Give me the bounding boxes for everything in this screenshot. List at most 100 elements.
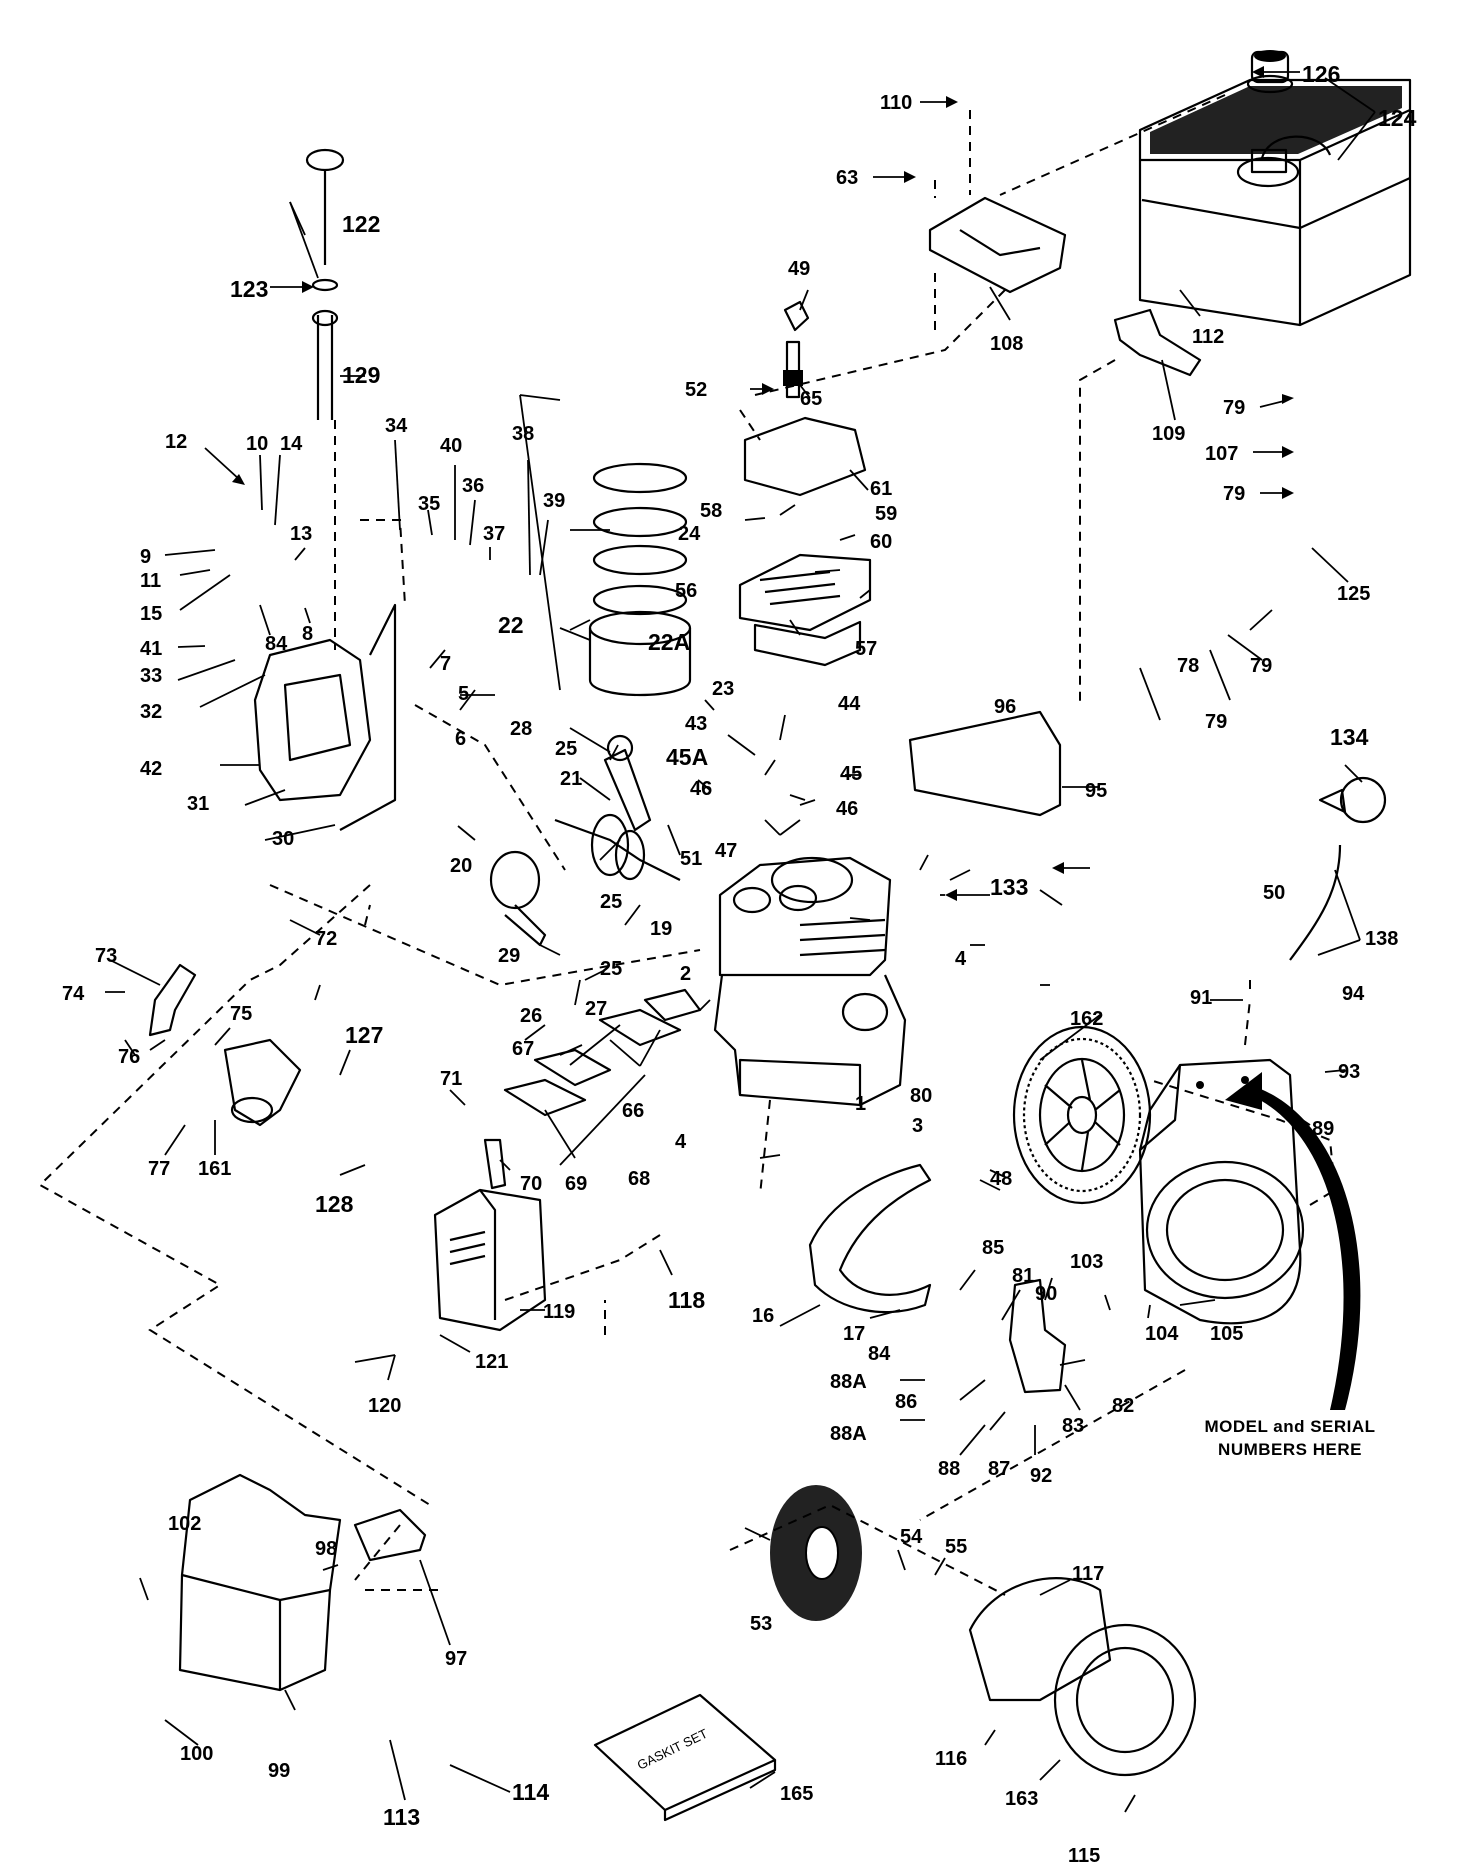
label-15: 15	[140, 603, 162, 625]
label-1: 1	[855, 1093, 866, 1115]
label-53: 53	[750, 1613, 772, 1635]
flywheel	[1012, 1025, 1152, 1205]
label-14-b: 14	[280, 433, 303, 455]
label-28: 28	[510, 718, 532, 740]
breather-tube	[483, 1138, 507, 1190]
label-27: 27	[585, 998, 607, 1020]
label-87: 87	[988, 1458, 1010, 1480]
label-20: 20	[450, 855, 472, 877]
head-shield	[743, 416, 867, 497]
serial-number-arrow	[1250, 1085, 1361, 1410]
label-93: 93	[1338, 1061, 1360, 1083]
serial-number-arrowhead	[1225, 1072, 1262, 1110]
label-30: 30	[272, 828, 294, 850]
label-110: 110	[880, 92, 912, 114]
cylinder-head	[738, 553, 872, 667]
label-26: 26	[520, 1005, 542, 1027]
air-shroud	[928, 196, 1067, 294]
label-118: 118	[668, 1287, 705, 1313]
label-22: 22	[498, 612, 524, 638]
label-55: 55	[945, 1536, 967, 1558]
label-138: 138	[1365, 928, 1398, 950]
label-2: 2	[680, 963, 691, 985]
label-58-b: 58	[700, 500, 722, 522]
dipstick	[305, 148, 345, 420]
blower-housing	[1138, 1058, 1305, 1325]
part-labels-extra: 14 57 58 59 60 61 49 65 99 115	[268, 258, 1100, 1867]
breather-plate	[503, 1078, 587, 1117]
part-labels: 126 124 110 63 108 112 109 79 107 79 125…	[62, 61, 1417, 1830]
label-122: 122	[342, 211, 380, 237]
label-84-b: 84	[868, 1343, 891, 1365]
label-121: 121	[475, 1351, 508, 1373]
label-56: 56	[675, 580, 697, 602]
label-3: 3	[912, 1115, 923, 1137]
label-73: 73	[95, 945, 117, 967]
label-81: 81	[1012, 1265, 1034, 1287]
fuel-cap	[1246, 50, 1294, 94]
piston-rings	[592, 462, 688, 616]
label-47: 47	[715, 840, 737, 862]
label-98: 98	[315, 1538, 337, 1560]
label-41: 41	[140, 638, 162, 660]
label-19: 19	[650, 918, 672, 940]
label-72: 72	[315, 928, 337, 950]
label-8: 8	[302, 623, 313, 645]
label-13: 13	[290, 523, 312, 545]
label-89: 89	[1312, 1118, 1334, 1140]
label-21: 21	[560, 768, 582, 790]
label-105: 105	[1210, 1323, 1243, 1345]
label-66: 66	[622, 1100, 644, 1122]
label-133: 133	[990, 874, 1028, 900]
label-88A-b: 88A	[830, 1423, 867, 1445]
label-83: 83	[1062, 1415, 1084, 1437]
label-65-b: 65	[800, 388, 822, 410]
rotating-screen	[770, 1485, 862, 1621]
label-97: 97	[445, 1648, 467, 1670]
label-95: 95	[1085, 780, 1107, 802]
label-76: 76	[118, 1046, 140, 1068]
label-80: 80	[910, 1085, 932, 1107]
label-88A-a: 88A	[830, 1371, 867, 1393]
label-84-a: 84	[265, 633, 288, 655]
label-32: 32	[140, 701, 162, 723]
label-4-a: 4	[955, 948, 967, 970]
label-44: 44	[838, 693, 861, 715]
label-85: 85	[982, 1237, 1004, 1259]
label-107: 107	[1205, 443, 1238, 465]
piston	[588, 610, 692, 697]
label-79-c: 79	[1250, 655, 1272, 677]
breather-cover	[598, 1008, 682, 1047]
label-60-b: 60	[870, 531, 892, 553]
cylinder-baffle	[808, 1163, 932, 1314]
label-77: 77	[148, 1158, 170, 1180]
label-42: 42	[140, 758, 162, 780]
label-92: 92	[1030, 1465, 1052, 1487]
label-48: 48	[990, 1168, 1012, 1190]
fuel-tank	[1138, 78, 1412, 327]
label-75: 75	[230, 1003, 252, 1025]
label-161: 161	[198, 1158, 231, 1180]
label-31: 31	[187, 793, 209, 815]
label-96: 96	[994, 696, 1016, 718]
label-54: 54	[900, 1526, 923, 1548]
label-71: 71	[440, 1068, 462, 1090]
starter-housing	[968, 1577, 1197, 1777]
label-49-b: 49	[788, 258, 810, 280]
label-104: 104	[1145, 1323, 1179, 1345]
connecting-rod	[603, 734, 652, 832]
label-29: 29	[498, 945, 520, 967]
label-127: 127	[345, 1022, 383, 1048]
serial-number-note: MODEL and SERIAL NUMBERS HERE	[1204, 1417, 1375, 1459]
label-119: 119	[543, 1301, 575, 1323]
label-69: 69	[565, 1173, 587, 1195]
label-10: 10	[246, 433, 268, 455]
spark-plug	[783, 300, 810, 399]
label-125: 125	[1337, 583, 1370, 605]
label-163: 163	[1005, 1788, 1038, 1810]
label-86: 86	[895, 1391, 917, 1413]
label-100: 100	[180, 1743, 213, 1765]
label-79-a: 79	[1223, 397, 1245, 419]
label-5: 5	[458, 683, 469, 705]
